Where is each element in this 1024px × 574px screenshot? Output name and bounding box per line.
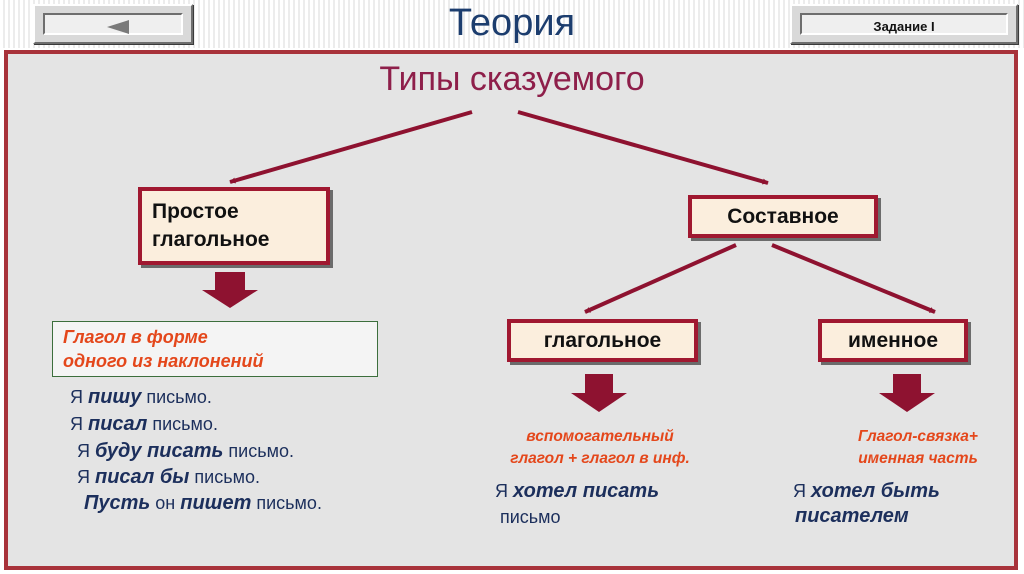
simple-box-line1: Простое: [152, 200, 239, 223]
arrow-to-verbal: [584, 243, 737, 314]
task-button-inner: Задание I: [800, 13, 1008, 35]
verbal-definition-line1: вспомогательный: [526, 428, 674, 445]
simple-example-3: Я буду писать письмо.: [77, 440, 294, 462]
simple-box-line2: глагольное: [152, 228, 270, 251]
task-button-label: Задание I: [873, 19, 935, 34]
nominal-example-line2: писателем: [795, 505, 909, 527]
simple-example-4: Я писал бы письмо.: [77, 466, 260, 488]
verbal-example-line2: письмо: [500, 507, 561, 527]
content-panel: [4, 50, 1018, 570]
simple-definition-box: Глагол в форме одного из наклонений: [52, 321, 378, 377]
arrow-to-nominal: [771, 243, 936, 314]
verbal-definition-line2: глагол + глагол в инф.: [510, 450, 690, 467]
nominal-example-line1: Я хотел быть: [793, 480, 940, 502]
arrow-to-compound: [517, 110, 769, 185]
verbal-box-label: глагольное: [543, 328, 662, 352]
back-button-inner: [43, 13, 183, 35]
simple-definition-line2: одного из наклонений: [63, 351, 264, 371]
nominal-definition: Глагол-связка+ именная часть: [818, 426, 1018, 470]
verbal-definition: вспомогательный глагол + глагол в инф.: [470, 426, 730, 470]
page-title: Теория: [448, 2, 576, 44]
simple-example-5: Пусть он пишет письмо.: [84, 492, 322, 514]
compound-box-label: Составное: [727, 204, 839, 228]
nominal-predicate-box: именное: [818, 319, 968, 362]
down-arrow-icon: [202, 272, 258, 308]
nominal-box-label: именное: [848, 328, 938, 352]
simple-definition-line1: Глагол в форме: [63, 327, 208, 347]
arrow-to-simple: [229, 110, 473, 184]
nominal-definition-line1: Глагол-связка+: [858, 428, 978, 445]
diagram-title: Типы сказуемого: [379, 60, 645, 98]
back-triangle-icon: [107, 20, 129, 34]
simple-example-1: Я пишу письмо.: [70, 386, 212, 408]
simple-example-2: Я писал письмо.: [70, 413, 218, 435]
verbal-predicate-box: глагольное: [507, 319, 698, 362]
task-button[interactable]: Задание I: [790, 4, 1018, 44]
simple-predicate-box: Простое глагольное: [138, 187, 330, 265]
down-arrow-icon: [571, 374, 627, 412]
down-arrow-icon: [879, 374, 935, 412]
verbal-example-line1: Я хотел писать: [495, 480, 660, 502]
nominal-definition-line2: именная часть: [858, 450, 978, 467]
compound-predicate-box: Составное: [688, 195, 878, 238]
back-button[interactable]: [33, 4, 193, 44]
